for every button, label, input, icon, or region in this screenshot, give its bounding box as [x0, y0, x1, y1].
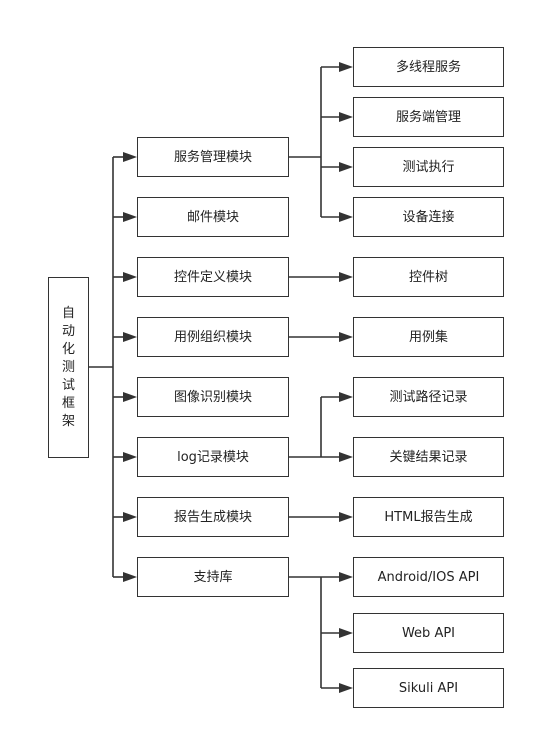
- module-label: 报告生成模块: [173, 509, 252, 525]
- arrowhead: [123, 392, 137, 402]
- arrowhead: [339, 392, 353, 402]
- leaf-label: Android/IOS API: [377, 569, 480, 585]
- module-mail: 邮件模块: [137, 197, 289, 237]
- arrowhead: [339, 62, 353, 72]
- arrowhead: [339, 572, 353, 582]
- arrowhead: [339, 112, 353, 122]
- leaf-test-path-record: 测试路径记录: [353, 377, 504, 417]
- module-label: log记录模块: [177, 449, 249, 465]
- leaf-label: Web API: [401, 625, 456, 641]
- module-support-library: 支持库: [137, 557, 289, 597]
- leaf-server-management: 服务端管理: [353, 97, 504, 137]
- arrowhead: [123, 512, 137, 522]
- root-label-char: 动: [61, 323, 75, 339]
- arrowhead: [123, 452, 137, 462]
- module-label: 图像识别模块: [173, 389, 252, 405]
- root-label-char: 架: [61, 413, 75, 429]
- leaf-label: 服务端管理: [395, 109, 461, 125]
- leaf-html-report: HTML报告生成: [353, 497, 504, 537]
- module-case-organization: 用例组织模块: [137, 317, 289, 357]
- module-log-recording: log记录模块: [137, 437, 289, 477]
- leaf-label: 多线程服务: [395, 59, 461, 75]
- arrowhead: [123, 272, 137, 282]
- arrowhead: [123, 152, 137, 162]
- arrowhead: [339, 272, 353, 282]
- root-label-char: 测: [61, 359, 75, 375]
- leaf-multithread-service: 多线程服务: [353, 47, 504, 87]
- module-report-generation: 报告生成模块: [137, 497, 289, 537]
- root-node: 自动化测试框架: [48, 277, 89, 458]
- leaf-label: 设备连接: [402, 209, 455, 225]
- module-label: 邮件模块: [186, 209, 239, 225]
- leaf-device-connection: 设备连接: [353, 197, 504, 237]
- leaf-label: 控件树: [408, 269, 448, 285]
- root-label-char: 化: [61, 341, 75, 357]
- leaf-label: HTML报告生成: [384, 509, 473, 525]
- leaf-key-result-record: 关键结果记录: [353, 437, 504, 477]
- leaf-android-ios-api: Android/IOS API: [353, 557, 504, 597]
- leaf-label: 关键结果记录: [389, 449, 468, 465]
- arrowhead: [339, 628, 353, 638]
- arrowhead: [339, 212, 353, 222]
- module-service-management: 服务管理模块: [137, 137, 289, 177]
- module-image-recognition: 图像识别模块: [137, 377, 289, 417]
- leaf-control-tree: 控件树: [353, 257, 504, 297]
- root-label-char: 试: [61, 377, 75, 393]
- leaf-case-set: 用例集: [353, 317, 504, 357]
- leaf-label: 用例集: [408, 329, 448, 345]
- leaf-test-execution: 测试执行: [353, 147, 504, 187]
- arrowhead: [339, 332, 353, 342]
- arrowhead: [123, 572, 137, 582]
- module-label: 控件定义模块: [173, 269, 252, 285]
- leaf-label: 测试执行: [402, 159, 455, 175]
- module-label: 支持库: [193, 569, 233, 585]
- module-control-definition: 控件定义模块: [137, 257, 289, 297]
- leaf-web-api: Web API: [353, 613, 504, 653]
- module-label: 服务管理模块: [173, 149, 252, 165]
- leaf-sikuli-api: Sikuli API: [353, 668, 504, 708]
- arrowhead: [339, 512, 353, 522]
- leaf-label: Sikuli API: [398, 680, 459, 696]
- module-label: 用例组织模块: [173, 329, 252, 345]
- leaf-label: 测试路径记录: [389, 389, 468, 405]
- arrowhead: [123, 332, 137, 342]
- arrowhead: [339, 683, 353, 693]
- arrowhead: [339, 162, 353, 172]
- root-label-char: 框: [61, 395, 75, 411]
- arrowhead: [123, 212, 137, 222]
- arrowhead: [339, 452, 353, 462]
- root-label-char: 自: [61, 305, 75, 321]
